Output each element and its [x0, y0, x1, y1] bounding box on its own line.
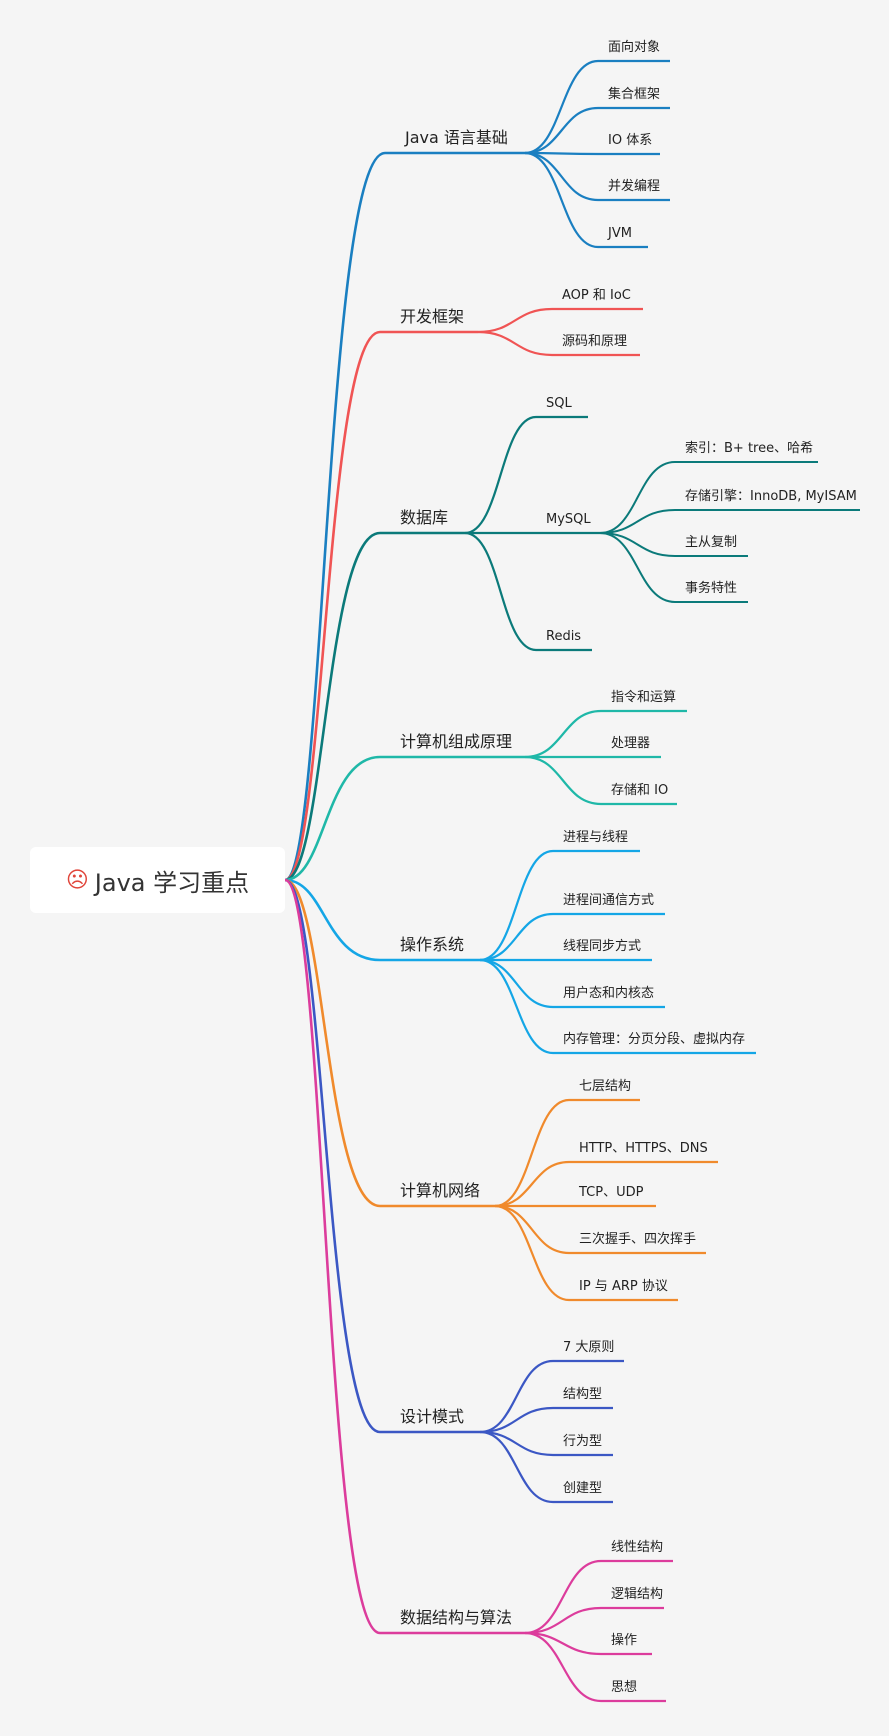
child-label[interactable]: 线程同步方式 [563, 938, 641, 954]
child-label[interactable]: 源码和原理 [562, 334, 627, 349]
child-label[interactable]: IP 与 ARP 协议 [579, 1279, 668, 1294]
child-label[interactable]: 进程与线程 [563, 830, 628, 845]
branch-label-7[interactable]: 设计模式 [400, 1407, 464, 1426]
child-label[interactable]: TCP、UDP [578, 1185, 644, 1200]
child-label[interactable]: 操作 [611, 1632, 637, 1648]
child-label[interactable]: SQL [546, 396, 572, 411]
child-line [479, 1406, 613, 1434]
branch-line [284, 878, 480, 1434]
child-line [479, 1430, 613, 1504]
child-line [479, 958, 756, 1055]
child-label[interactable]: 行为型 [563, 1434, 602, 1449]
child-label[interactable]: 存储和 IO [611, 783, 668, 798]
child-line [494, 1204, 678, 1302]
child-label[interactable]: JVM [607, 226, 632, 241]
child-label[interactable]: 七层结构 [579, 1079, 631, 1094]
child-label[interactable]: 用户态和内核态 [563, 985, 654, 1001]
child-label[interactable]: 逻辑结构 [611, 1587, 663, 1602]
child-label[interactable]: MySQL [546, 512, 591, 527]
grandchild-label[interactable]: 事务特性 [685, 580, 737, 596]
branch-line [284, 878, 495, 1208]
child-label[interactable]: 思想 [611, 1679, 637, 1695]
child-line [477, 307, 643, 334]
branch-line [284, 330, 478, 882]
grandchild-line [599, 532, 748, 603]
branch-line [284, 878, 480, 962]
child-line [494, 1098, 640, 1208]
child-label[interactable]: 线性结构 [611, 1540, 663, 1555]
child-line [524, 709, 687, 759]
branch-label-8[interactable]: 数据结构与算法 [400, 1608, 512, 1627]
child-line [464, 531, 592, 652]
child-line [479, 958, 665, 1009]
child-line [524, 1606, 664, 1635]
branch-label-2[interactable]: 开发框架 [400, 307, 464, 326]
branch-label-6[interactable]: 计算机网络 [400, 1181, 480, 1200]
branch-label-5[interactable]: 操作系统 [400, 935, 464, 954]
child-label[interactable]: 结构型 [563, 1387, 602, 1402]
grandchild-label[interactable]: 主从复制 [685, 535, 737, 550]
child-line [524, 151, 648, 249]
child-line [477, 330, 640, 357]
child-label[interactable]: 面向对象 [608, 39, 660, 55]
child-line [524, 151, 670, 202]
child-label[interactable]: 处理器 [611, 736, 650, 751]
child-label[interactable]: 进程间通信方式 [563, 892, 654, 908]
grandchild-line [599, 509, 860, 534]
child-label[interactable]: 创建型 [563, 1481, 602, 1496]
root-node[interactable]: ☹ Java 学习重点 [30, 847, 285, 913]
child-line [479, 849, 640, 962]
child-line [524, 755, 677, 806]
child-label[interactable]: 内存管理：分页分段、虚拟内存 [563, 1031, 745, 1047]
child-line [524, 1631, 666, 1703]
grandchild-label[interactable]: 存储引擎：InnoDB, MyISAM [685, 489, 857, 504]
child-label[interactable]: HTTP、HTTPS、DNS [579, 1141, 708, 1156]
child-line [464, 415, 588, 535]
child-line [494, 1204, 706, 1255]
grandchild-label[interactable]: 索引：B+ tree、哈希 [685, 441, 813, 456]
branch-label-3[interactable]: 数据库 [400, 508, 448, 527]
child-label[interactable]: 并发编程 [608, 178, 660, 194]
grandchild-line [599, 461, 818, 534]
child-line [494, 1160, 718, 1208]
child-line [524, 1631, 652, 1656]
child-line [524, 151, 660, 156]
child-line [479, 1359, 624, 1434]
root-label: Java 学习重点 [94, 868, 250, 897]
child-label[interactable]: AOP 和 IoC [562, 288, 631, 303]
child-label[interactable]: 三次握手、四次挥手 [579, 1231, 696, 1247]
child-label[interactable]: Redis [546, 629, 581, 644]
branch-label-1[interactable]: Java 语言基础 [404, 128, 508, 147]
smiley-icon: ☹ [65, 867, 89, 893]
child-label[interactable]: 集合框架 [608, 86, 660, 102]
branch-line [284, 878, 525, 1635]
child-line [479, 912, 665, 962]
child-line [524, 106, 670, 155]
child-label[interactable]: IO 体系 [608, 133, 652, 148]
child-label[interactable]: 指令和运算 [611, 690, 676, 705]
child-line [524, 59, 670, 155]
child-line [479, 1430, 613, 1457]
branch-label-4[interactable]: 计算机组成原理 [400, 732, 512, 751]
child-line [524, 1559, 673, 1635]
branch-line [284, 755, 525, 882]
grandchild-line [599, 532, 748, 557]
branch-line [284, 531, 465, 882]
child-label[interactable]: 7 大原则 [563, 1340, 614, 1355]
branch-line [284, 151, 525, 882]
